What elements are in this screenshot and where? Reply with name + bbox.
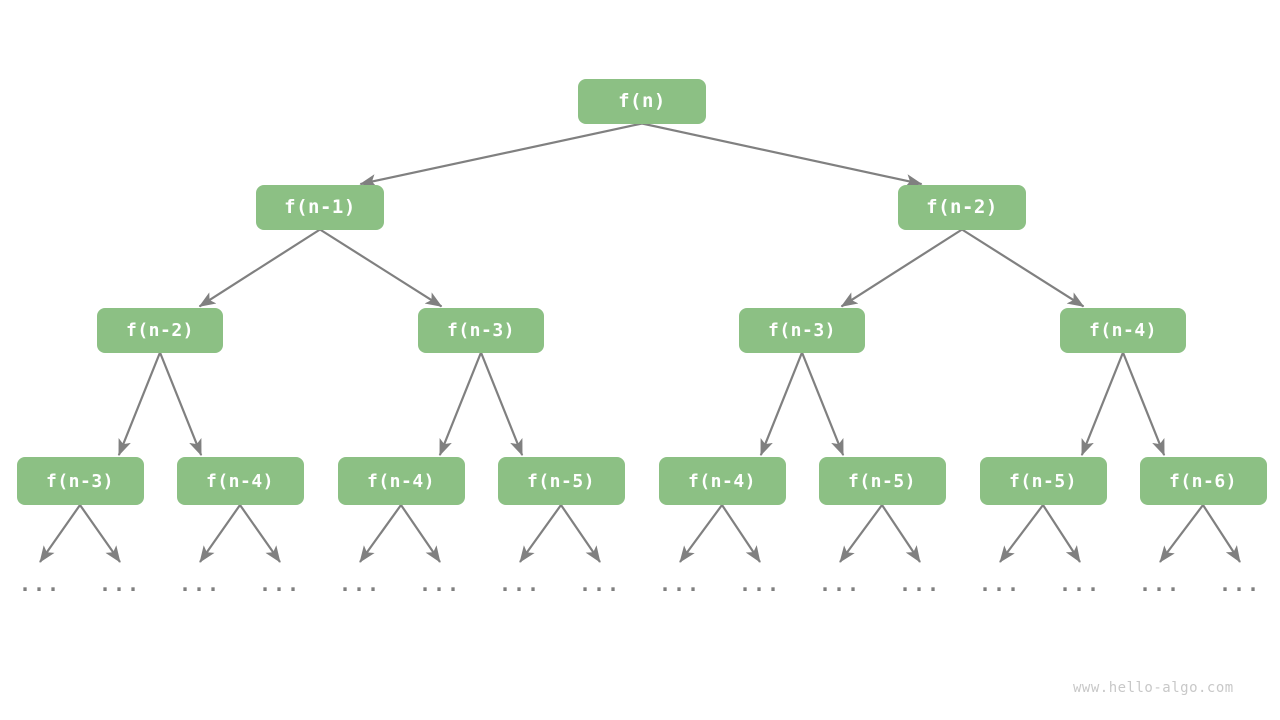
leaf-edge bbox=[519, 504, 562, 563]
ellipsis-marker: ... bbox=[338, 572, 382, 596]
tree-node: f(n-4) bbox=[658, 457, 786, 505]
leaf-edge bbox=[999, 504, 1044, 563]
tree-edge bbox=[1080, 352, 1125, 456]
ellipsis-marker: ... bbox=[418, 572, 462, 596]
ellipsis-marker: ... bbox=[658, 572, 702, 596]
ellipsis-marker: ... bbox=[1138, 572, 1182, 596]
leaf-edge bbox=[1159, 504, 1204, 563]
leaf-edge bbox=[1042, 504, 1081, 563]
tree-edge bbox=[479, 352, 524, 456]
ellipsis-marker: ... bbox=[1058, 572, 1102, 596]
watermark: www.hello-algo.com bbox=[1073, 680, 1234, 696]
tree-node: f(n-5) bbox=[818, 457, 946, 505]
tree-edge bbox=[1121, 352, 1166, 456]
ellipsis-marker: ... bbox=[818, 572, 862, 596]
tree-node: f(n) bbox=[578, 78, 706, 124]
leaf-edge bbox=[679, 504, 723, 563]
tree-edge bbox=[359, 122, 643, 188]
tree-node: f(n-4) bbox=[1060, 307, 1186, 353]
leaf-edge bbox=[560, 504, 601, 563]
tree-edge bbox=[641, 122, 923, 188]
tree-node: f(n-6) bbox=[1139, 457, 1267, 505]
tree-node: f(n-2) bbox=[898, 184, 1026, 230]
tree-node: f(n-3) bbox=[418, 307, 544, 353]
tree-node: f(n-1) bbox=[256, 184, 384, 230]
leaf-edge bbox=[400, 504, 441, 563]
tree-edge bbox=[800, 352, 845, 456]
tree-edge bbox=[759, 352, 804, 456]
leaf-edge bbox=[881, 504, 921, 563]
leaf-edge bbox=[239, 504, 281, 563]
ellipsis-marker: ... bbox=[98, 572, 142, 596]
leaf-edge bbox=[79, 504, 121, 563]
ellipsis-marker: ... bbox=[738, 572, 782, 596]
tree-node: f(n-3) bbox=[739, 307, 865, 353]
leaf-edge bbox=[721, 504, 761, 563]
ellipsis-marker: ... bbox=[898, 572, 942, 596]
tree-edge bbox=[117, 352, 162, 456]
tree-node: f(n-4) bbox=[337, 457, 465, 505]
leaf-edge bbox=[839, 504, 883, 563]
leaf-edge bbox=[39, 504, 81, 563]
ellipsis-marker: ... bbox=[1218, 572, 1262, 596]
tree-edge bbox=[438, 352, 483, 456]
ellipsis-marker: ... bbox=[18, 572, 62, 596]
tree-node: f(n-5) bbox=[497, 457, 625, 505]
tree-node: f(n-4) bbox=[176, 457, 304, 505]
ellipsis-marker: ... bbox=[498, 572, 542, 596]
tree-edge bbox=[198, 228, 321, 308]
tree-edge bbox=[158, 352, 203, 456]
tree-node: f(n-2) bbox=[97, 307, 223, 353]
ellipsis-marker: ... bbox=[258, 572, 302, 596]
tree-edge bbox=[840, 228, 963, 308]
tree-node: f(n-3) bbox=[16, 457, 144, 505]
leaf-edge bbox=[1202, 504, 1241, 563]
tree-edge bbox=[961, 228, 1085, 308]
leaf-edge bbox=[359, 504, 402, 563]
ellipsis-marker: ... bbox=[578, 572, 622, 596]
leaf-edge bbox=[199, 504, 241, 563]
tree-node: f(n-5) bbox=[979, 457, 1107, 505]
tree-edge bbox=[319, 228, 443, 308]
ellipsis-marker: ... bbox=[178, 572, 222, 596]
ellipsis-marker: ... bbox=[978, 572, 1022, 596]
